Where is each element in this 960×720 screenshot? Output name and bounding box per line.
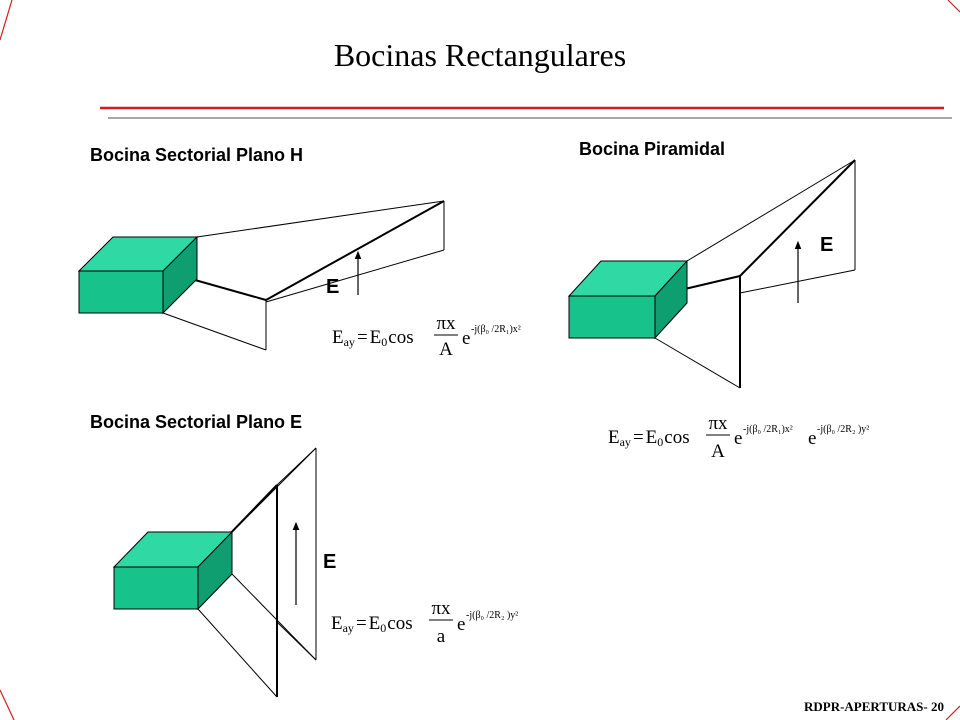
pyramidal-formula: Eay=E0cos πx A e -j(β₀ /2R₁)x² e -j(β₀ /…	[608, 413, 869, 462]
formula-amplitude: E	[646, 427, 658, 448]
h-plane-field-label: E	[326, 276, 339, 298]
h-plane-horn-diagram: Bocina Sectorial Plano H E Eay=E0cos πx …	[77, 145, 521, 360]
formula-lhs-sub: ay	[344, 335, 355, 349]
h-plane-horn-outline	[162, 200, 445, 351]
formula-amplitude-sub: 0	[380, 621, 386, 635]
e-plane-waveguide-front	[113, 566, 199, 610]
formula-fraction-denominator: A	[711, 441, 725, 462]
formula-exponent: -j(β₀ /2R₁)x²	[471, 324, 521, 335]
formula-lhs: E	[332, 327, 344, 348]
h-plane-waveguide	[77, 235, 199, 315]
pyramidal-waveguide-front	[568, 295, 656, 339]
formula-exponent: -j(β₀ /2R₂ )y²	[466, 610, 518, 621]
formula-exponential-base: e	[462, 328, 470, 349]
formula-lhs: E	[331, 613, 343, 634]
e-plane-waveguide	[112, 530, 234, 611]
formula-cos: cos	[387, 613, 412, 634]
formula-cos: cos	[664, 427, 689, 448]
formula-equals: =	[633, 427, 644, 448]
formula-fraction-numerator: πx	[708, 413, 728, 434]
e-plane-heading: Bocina Sectorial Plano E	[90, 412, 302, 432]
svg-text:Eay=E0cos: Eay=E0cos	[332, 327, 414, 349]
formula-fraction-numerator: πx	[431, 598, 451, 619]
page-title: Bocinas Rectangulares	[334, 37, 626, 73]
formula-exponential-base: e	[457, 614, 465, 635]
formula-equals: =	[356, 613, 367, 634]
e-plane-field-label: E	[323, 551, 336, 573]
svg-text:Eay=E0cos: Eay=E0cos	[331, 613, 413, 635]
h-plane-heading: Bocina Sectorial Plano H	[90, 145, 303, 165]
formula-amplitude-sub: 0	[657, 435, 663, 449]
formula-lhs-sub: ay	[343, 621, 354, 635]
e-plane-horn-diagram: Bocina Sectorial Plano E E Eay=E0cos πx …	[90, 412, 518, 698]
formula-amplitude: E	[369, 613, 381, 634]
pyramidal-field-label: E	[820, 234, 833, 256]
slide-footer: RDPR-APERTURAS- 20	[804, 699, 944, 714]
formula-fraction-denominator: a	[437, 626, 446, 647]
formula-amplitude: E	[370, 327, 382, 348]
formula-exponent-2: -j(β₀ /2R₂ )y²	[817, 424, 869, 435]
formula-fraction-denominator: A	[439, 339, 453, 360]
formula-lhs-sub: ay	[620, 435, 631, 449]
formula-equals: =	[357, 327, 368, 348]
pyramidal-heading: Bocina Piramidal	[579, 139, 725, 159]
formula-fraction-numerator: πx	[436, 313, 456, 334]
formula-cos: cos	[388, 327, 413, 348]
h-plane-waveguide-front	[78, 270, 164, 314]
pyramidal-horn-diagram: Bocina Piramidal E Eay=E0cos πx A e -j(β…	[567, 139, 869, 462]
formula-amplitude-sub: 0	[381, 335, 387, 349]
formula-exponent: -j(β₀ /2R₁)x²	[743, 424, 793, 435]
svg-text:Eay=E0cos: Eay=E0cos	[608, 427, 690, 449]
e-plane-formula: Eay=E0cos πx a e -j(β₀ /2R₂ )y²	[331, 598, 518, 647]
h-plane-formula: Eay=E0cos πx A e -j(β₀ /2R₁)x²	[332, 313, 521, 360]
pyramidal-waveguide	[567, 259, 689, 340]
formula-exponential-base: e	[734, 428, 742, 449]
formula-exponential-base-2: e	[808, 428, 816, 449]
e-plane-horn-outline	[197, 447, 317, 698]
formula-lhs: E	[608, 427, 620, 448]
